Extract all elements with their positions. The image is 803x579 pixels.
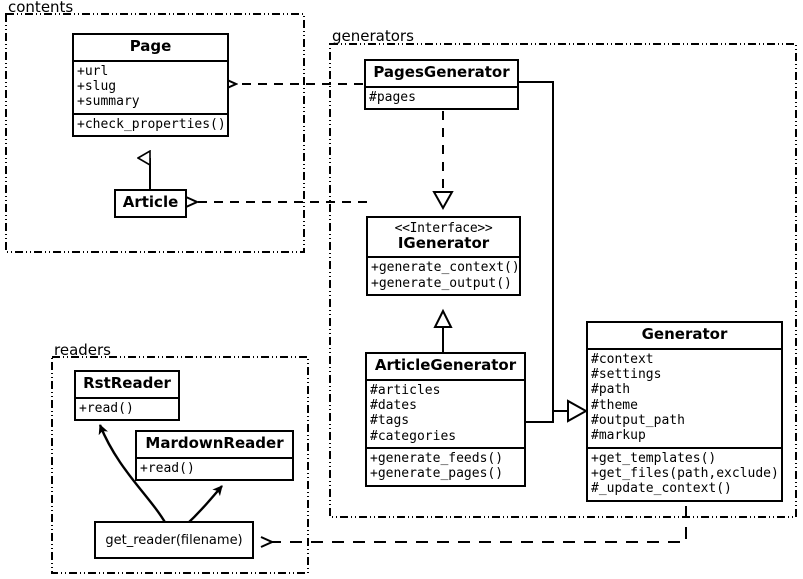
class-box-pagesgenerator[interactable]: PagesGenerator #pages (364, 59, 519, 111)
relation-getreader-creates-mardownreader (185, 485, 223, 526)
operation-row: +generate_output() (371, 275, 512, 291)
attribute-row: +url (77, 63, 109, 79)
class-attributes-articlegenerator: #articles #dates #tags #categories (367, 378, 524, 447)
class-box-articlegenerator[interactable]: ArticleGenerator #articles #dates #tags … (365, 352, 526, 487)
function-label-get-reader: get_reader(filename) (105, 532, 243, 548)
relation-articlegenerator-depends-article (197, 202, 367, 203)
relation-pagesgenerator-generalizes-generator (519, 81, 568, 412)
attribute-row: #path (591, 382, 631, 398)
class-name-articlegenerator: ArticleGenerator (374, 356, 517, 374)
class-attributes-generator: #context #settings #path #theme #output_… (588, 347, 781, 447)
class-box-article[interactable]: Article (114, 189, 187, 218)
class-name-rstreader: RstReader (83, 374, 171, 392)
class-box-igenerator[interactable]: <<Interface>> IGenerator +generate_conte… (366, 216, 521, 297)
class-name-page: Page (129, 37, 172, 55)
attribute-row: #categories (370, 428, 457, 444)
function-box-get-reader[interactable]: get_reader(filename) (94, 521, 254, 559)
class-operations-igenerator: +generate_context() +generate_output() (368, 256, 520, 294)
operation-row: +get_templates() (591, 450, 717, 466)
class-name-igenerator: <<Interface>> IGenerator (368, 218, 519, 256)
operation-row: +generate_context() (371, 260, 520, 276)
class-name-mardownreader: MardownReader (145, 434, 284, 452)
class-name-pagesgenerator: PagesGenerator (373, 63, 510, 81)
relation-articlegenerator-generalizes-generator (526, 399, 589, 423)
class-operations-mardownreader: +read() (137, 456, 292, 479)
attribute-row: +summary (77, 94, 140, 110)
class-box-generator[interactable]: Generator #context #settings #path #them… (586, 321, 783, 502)
package-label-contents: contents (6, 0, 76, 16)
class-operations-generator: +get_templates() +get_files(path,exclude… (588, 446, 781, 500)
operation-row: +generate_feeds() (370, 451, 504, 467)
class-box-page[interactable]: Page +url +slug +summary +check_properti… (72, 33, 229, 138)
package-label-readers: readers (52, 341, 113, 359)
attribute-row: #pages (369, 89, 416, 105)
class-name-article: Article (122, 193, 179, 211)
operation-row: +get_files(path,exclude) (591, 466, 779, 482)
class-operations-page: +check_properties() (74, 112, 227, 135)
package-label-generators: generators (330, 27, 416, 45)
class-box-mardownreader[interactable]: MardownReader +read() (135, 430, 294, 482)
operation-row: +generate_pages() (370, 466, 504, 482)
operation-row: +read() (140, 460, 195, 476)
attribute-row: #markup (591, 428, 646, 444)
class-name-generator: Generator (641, 325, 728, 343)
attribute-row: #dates (370, 398, 417, 414)
class-operations-rstreader: +read() (76, 396, 178, 419)
attribute-row: #tags (370, 413, 410, 429)
attribute-row: #theme (591, 397, 638, 413)
class-name-text-igenerator: IGenerator (397, 233, 490, 252)
class-operations-articlegenerator: +generate_feeds() +generate_pages() (367, 447, 524, 485)
attribute-row: #output_path (591, 413, 685, 429)
attribute-row: #articles (370, 382, 441, 398)
operation-row: +check_properties() (77, 116, 226, 132)
relation-generator-depends-getreader (272, 506, 687, 542)
attribute-row: #context (591, 351, 654, 367)
relation-articlegenerator-generalizes-igenerator (433, 308, 453, 353)
attribute-row: +slug (77, 79, 117, 95)
class-attributes-page: +url +slug +summary (74, 59, 227, 113)
attribute-row: #settings (591, 367, 662, 383)
operation-row: +read() (79, 400, 134, 416)
class-attributes-pagesgenerator: #pages (366, 85, 517, 108)
operation-row: #_update_context() (591, 481, 732, 497)
class-box-rstreader[interactable]: RstReader +read() (74, 370, 180, 422)
relation-pagesgenerator-realizes-igenerator (432, 111, 454, 211)
